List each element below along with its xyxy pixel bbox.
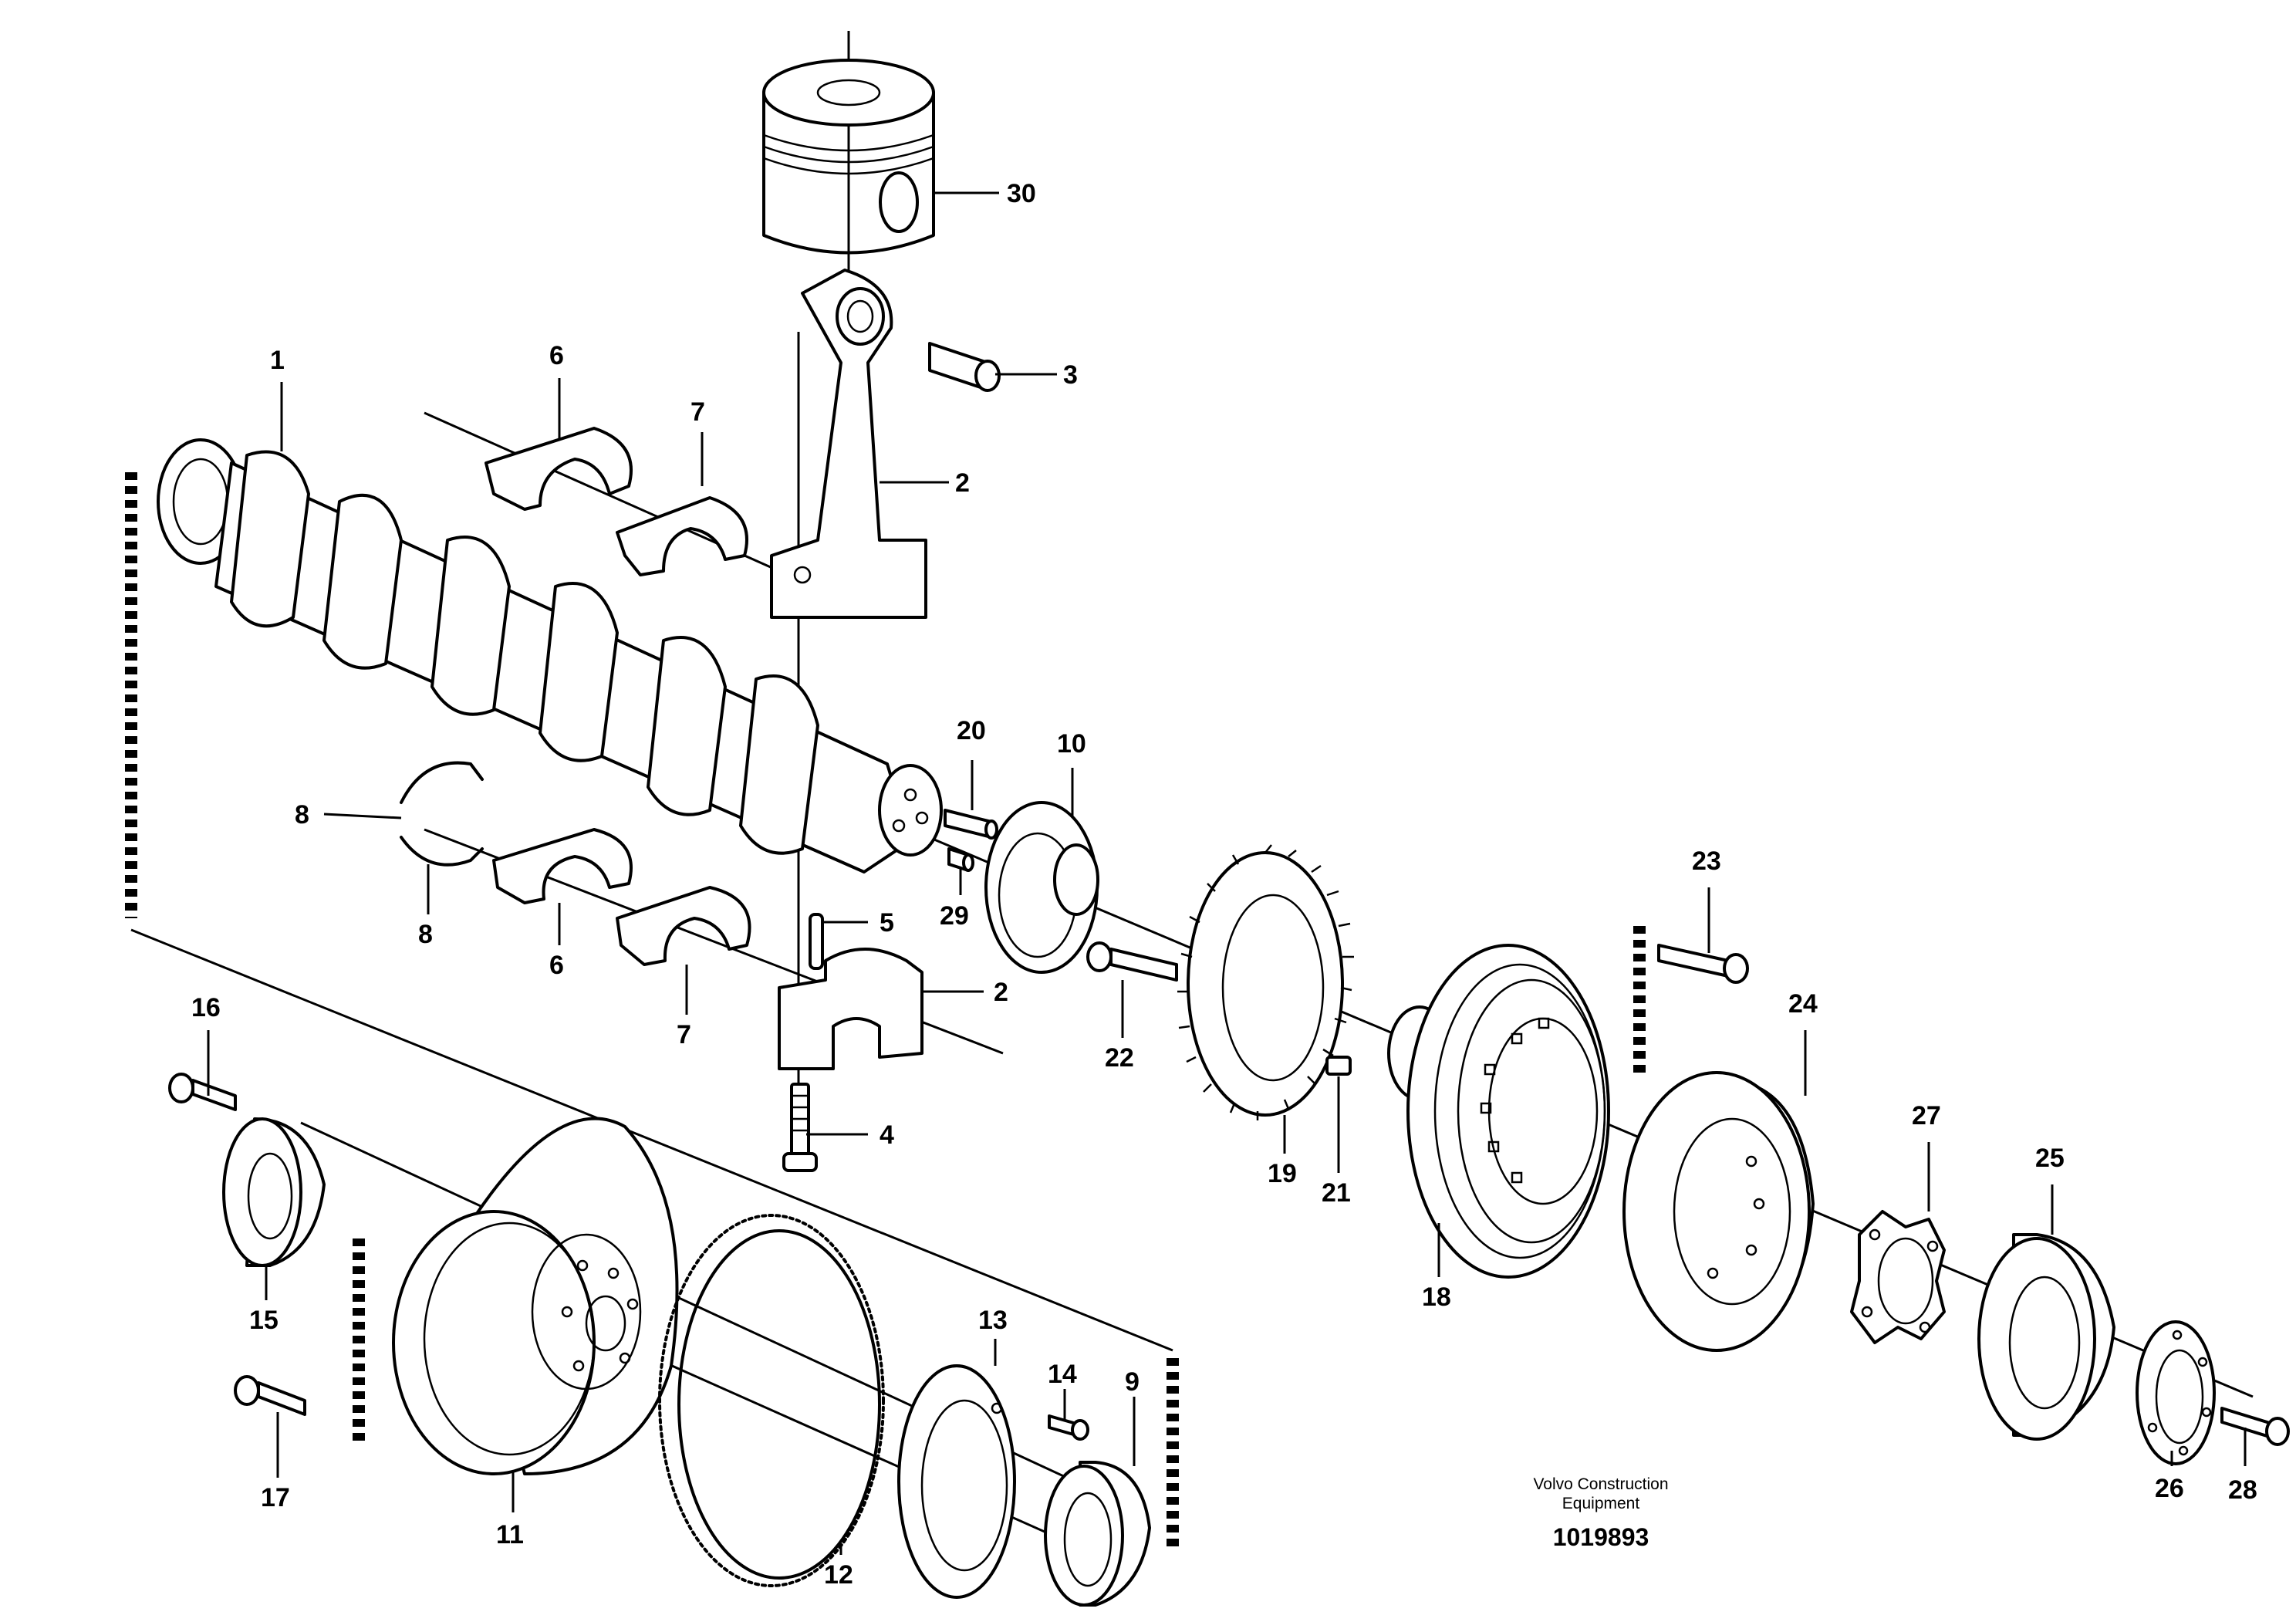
- leader-lines: [207, 191, 2247, 1555]
- callout-28: 28: [2228, 1475, 2257, 1505]
- document-number: 1019893: [1553, 1523, 1649, 1551]
- callout-1: 1: [270, 346, 285, 375]
- callout-3: 3: [1063, 360, 1078, 390]
- front-seal-part-10[interactable]: [984, 801, 1099, 974]
- retainer-plate-part-26[interactable]: [2136, 1320, 2216, 1465]
- caption-line-2: Equipment: [1562, 1495, 1640, 1512]
- rear-seal-part-9[interactable]: [1044, 1461, 1151, 1607]
- callout-9: 9: [1125, 1367, 1140, 1397]
- bolt-part-22[interactable]: [1086, 941, 1178, 982]
- callout-2-cap: 2: [994, 978, 1008, 1007]
- connecting-rod-part-2[interactable]: [770, 269, 927, 619]
- vibration-damper-part-24[interactable]: [1622, 1071, 1815, 1352]
- pin-part-20[interactable]: [944, 809, 998, 840]
- bolt-part-16[interactable]: [168, 1073, 237, 1111]
- sensor-ring-part-19[interactable]: [1177, 844, 1354, 1120]
- thrust-washer-part-8[interactable]: [400, 761, 484, 867]
- callout-19: 19: [1268, 1159, 1297, 1188]
- crankshaft-pulley-part-18[interactable]: [1387, 944, 1610, 1279]
- bolt-part-17[interactable]: [234, 1375, 306, 1416]
- flywheel-part-11[interactable]: [392, 1117, 679, 1475]
- callout-8-upper: 8: [295, 800, 309, 830]
- piston-pin-bush-part-3[interactable]: [928, 342, 1001, 392]
- callout-7-lower: 7: [677, 1020, 691, 1049]
- callout-25: 25: [2035, 1144, 2065, 1173]
- callout-27: 27: [1912, 1101, 1941, 1130]
- callout-6-upper: 6: [549, 341, 564, 370]
- callout-8-lower: 8: [418, 920, 433, 949]
- callout-16: 16: [191, 993, 221, 1022]
- callout-29: 29: [940, 901, 969, 931]
- callout-14: 14: [1048, 1360, 1077, 1389]
- hub-part-27[interactable]: [1850, 1210, 1946, 1344]
- callout-18: 18: [1422, 1282, 1451, 1312]
- callout-30: 30: [1007, 179, 1036, 208]
- bolt-part-14[interactable]: [1048, 1414, 1089, 1441]
- bolt-part-28[interactable]: [2220, 1407, 2290, 1446]
- pin-part-21[interactable]: [1325, 1056, 1352, 1076]
- seal-part-15[interactable]: [222, 1117, 326, 1267]
- callout-26: 26: [2155, 1474, 2184, 1503]
- piston-part-30[interactable]: [762, 59, 935, 255]
- callout-21: 21: [1322, 1178, 1351, 1208]
- callout-24: 24: [1788, 989, 1818, 1019]
- callout-10: 10: [1057, 729, 1086, 759]
- crankshaft-part-1[interactable]: [157, 438, 943, 874]
- seal-part-25[interactable]: [1977, 1233, 2115, 1441]
- connecting-rod-cap-part-2[interactable]: [778, 948, 923, 1070]
- bearing-shell-upper-part-7[interactable]: [616, 496, 748, 576]
- callout-5: 5: [880, 908, 894, 938]
- callout-13: 13: [978, 1306, 1008, 1335]
- callout-22: 22: [1105, 1043, 1134, 1073]
- callout-17: 17: [261, 1483, 290, 1512]
- dashed-brackets: [125, 472, 1646, 1547]
- callout-4: 4: [880, 1120, 894, 1150]
- callout-6-lower: 6: [549, 951, 564, 980]
- rod-bolt-part-4[interactable]: [782, 1083, 818, 1172]
- callout-2-rod: 2: [955, 468, 970, 498]
- callout-7-upper: 7: [690, 397, 705, 427]
- seal-carrier-part-13[interactable]: [897, 1364, 1016, 1599]
- bearing-shell-lower-part-6[interactable]: [492, 828, 633, 904]
- callout-11: 11: [496, 1520, 524, 1549]
- caption-line-1: Volvo Construction: [1533, 1475, 1668, 1493]
- callout-20: 20: [957, 716, 986, 745]
- callout-12: 12: [824, 1560, 853, 1590]
- dowel-pin-part-5[interactable]: [809, 913, 824, 970]
- callout-15: 15: [249, 1306, 279, 1335]
- bearing-shell-lower-part-7[interactable]: [616, 886, 751, 966]
- publisher-caption: Volvo Construction Equipment 1019893: [1533, 1475, 1668, 1551]
- callout-23: 23: [1692, 846, 1721, 876]
- pin-part-29[interactable]: [947, 847, 974, 872]
- callout-labels: 30 3 2 1 6 7 8 8 6 7 5 2 4 20 29 10 22 1…: [191, 179, 2257, 1590]
- ring-gear-part-12[interactable]: [658, 1214, 885, 1587]
- bolt-part-23[interactable]: [1657, 944, 1749, 984]
- bearing-shell-upper-part-6[interactable]: [485, 427, 633, 511]
